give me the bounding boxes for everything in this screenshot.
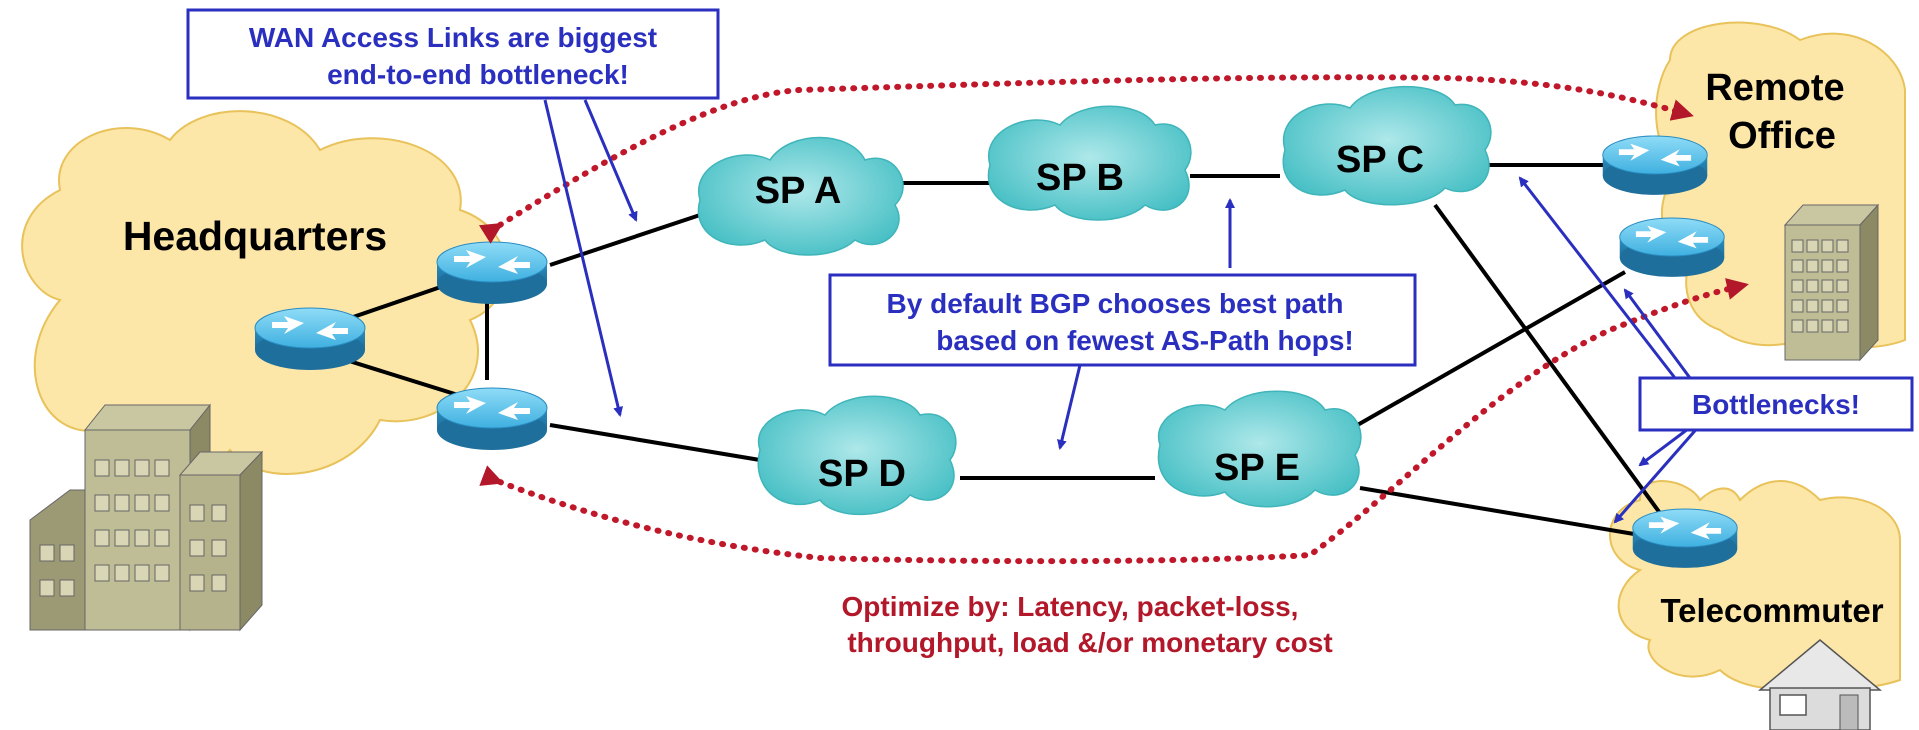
headquarters-label: Headquarters — [123, 213, 387, 259]
remote-office-building-icon — [1783, 203, 1880, 362]
callout-arrows — [543, 99, 1702, 524]
telecommuter-router-icon — [1632, 508, 1738, 569]
remote-office-label-line1: Remote — [1705, 67, 1844, 109]
wan-callout-box: WAN Access Links are biggest end-to-end … — [186, 8, 720, 100]
bottlenecks-callout-box: Bottlenecks! — [1638, 376, 1914, 432]
optimized-path-top — [478, 74, 1694, 244]
headquarters-building-icon — [29, 403, 264, 632]
telecommuter-cloud — [1609, 480, 1901, 690]
wan-callout-line2: end-to-end bottleneck! — [327, 59, 629, 90]
remote-router-bottom-icon — [1619, 217, 1725, 278]
bottlenecks-label: Bottlenecks! — [1692, 389, 1860, 420]
sp-b-label: SP B — [1036, 157, 1124, 199]
wan-callout-line1: WAN Access Links are biggest — [249, 22, 657, 53]
optimize-line1: Optimize by: Latency, packet-loss, — [842, 591, 1299, 622]
bgp-callout-line1: By default BGP chooses best path — [887, 288, 1344, 319]
telecommuter-label: Telecommuter — [1660, 592, 1883, 629]
hq-edge-router-top-icon — [436, 241, 548, 305]
remote-office-label-line2: Office — [1728, 115, 1836, 157]
telecommuter-house-icon — [1757, 639, 1883, 730]
hq-core-router-icon — [254, 307, 366, 371]
bgp-callout-box: By default BGP chooses best path based o… — [828, 273, 1417, 367]
sp-e-label: SP E — [1214, 447, 1300, 489]
sp-c-label: SP C — [1336, 139, 1424, 181]
sp-a-label: SP A — [755, 170, 842, 212]
sp-d-label: SP D — [818, 453, 906, 495]
bgp-callout-line2: based on fewest AS-Path hops! — [936, 325, 1353, 356]
optimize-line2: throughput, load &/or monetary cost — [847, 627, 1332, 658]
hq-edge-router-bottom-icon — [436, 387, 548, 451]
remote-router-top-icon — [1602, 135, 1708, 196]
